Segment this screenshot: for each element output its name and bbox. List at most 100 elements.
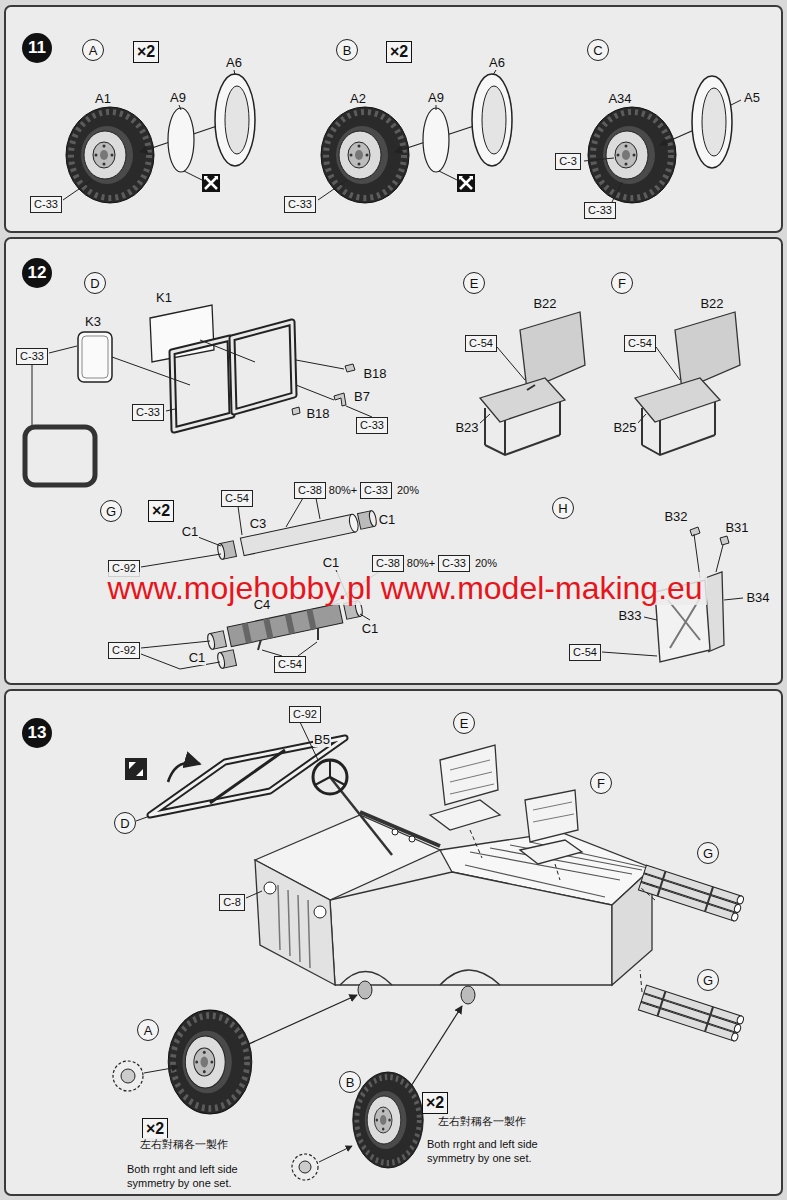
- part-number: A6: [488, 55, 506, 70]
- callout-letter: F: [590, 772, 612, 794]
- part-number: B25: [612, 420, 637, 435]
- node-text: C-92: [112, 644, 136, 657]
- node-text: 11: [28, 38, 46, 58]
- jeep-body: [246, 812, 652, 1004]
- wheels-mounted: [113, 995, 462, 1180]
- part-number: B22: [699, 296, 724, 311]
- part-number: C1: [378, 512, 397, 527]
- callout-letter: F: [611, 272, 633, 294]
- jeep-body: [409, 836, 415, 842]
- part-number: A6: [225, 55, 243, 70]
- tube-c4: [227, 603, 343, 646]
- callout-letter: D: [84, 272, 106, 294]
- color-code: C-8: [219, 894, 245, 911]
- seat-f: [675, 312, 740, 390]
- tube-c4: [360, 614, 370, 620]
- tube-c4: [227, 603, 343, 646]
- part-number: B31: [724, 520, 749, 535]
- wheel-assembly-b: [493, 70, 496, 75]
- panel-frames: [5, 6, 782, 232]
- node-text: C-33: [136, 406, 160, 419]
- wheel-assembly-b: [439, 171, 457, 180]
- node-text: G: [106, 504, 116, 519]
- tube-c4: [242, 623, 252, 644]
- jeep-seats: [470, 830, 482, 858]
- jeep-seats: [520, 840, 582, 864]
- tube-bundles: [638, 985, 744, 1042]
- color-code: C-33: [284, 196, 316, 213]
- node-text: G: [703, 846, 713, 861]
- windshield-folded: [136, 817, 147, 821]
- wheel-assembly-c: [584, 76, 741, 203]
- jerry-can: [644, 617, 657, 620]
- windshield-parts: [232, 322, 294, 412]
- color-code: C-33: [360, 482, 392, 499]
- jeep-seats: [440, 745, 498, 805]
- wheel-assembly-a: [215, 74, 255, 166]
- windshield-folded: [150, 738, 345, 815]
- jerry-can: [690, 527, 700, 536]
- node-text: C-33: [360, 419, 384, 432]
- windshield-parts: [292, 407, 300, 415]
- wheel-assembly-c: [612, 182, 622, 202]
- quantity-box: ×2: [422, 1092, 448, 1114]
- node-text: H: [558, 501, 567, 516]
- tube-c3: [240, 514, 355, 555]
- node-text: ×2: [152, 501, 170, 521]
- step-number: 11: [22, 33, 52, 63]
- wheel-assembly-c: [588, 107, 676, 203]
- windshield-parts: [172, 338, 232, 430]
- wheel-assembly-a: [168, 108, 194, 172]
- jerry-can: [724, 598, 743, 600]
- node-text: C-54: [628, 337, 652, 350]
- jeep-body: [330, 872, 612, 985]
- wheels-mounted: [168, 1010, 252, 1114]
- windshield-parts: [346, 406, 372, 417]
- color-code: C-54: [569, 644, 601, 661]
- tube-bundles: [733, 904, 741, 913]
- wheel-assembly-a: [184, 171, 202, 180]
- color-code: C-54: [221, 490, 253, 507]
- note-english: Both rrght and left side symmetry by one…: [426, 1137, 546, 1165]
- part-number: B23: [454, 420, 479, 435]
- wheel-assembly-a: [63, 180, 92, 200]
- node-text: C-33: [288, 198, 312, 211]
- tube-bundles: [657, 871, 713, 911]
- note-chinese: 左右對稱各一製作: [139, 1138, 229, 1152]
- node-text: F: [618, 276, 626, 291]
- tube-c3: [240, 514, 359, 556]
- part-number: C1: [322, 555, 341, 570]
- wheels-mounted: [353, 1072, 423, 1168]
- node-text: 12: [28, 263, 47, 283]
- node-text: C-3: [559, 155, 577, 168]
- wheel-assembly-b: [318, 70, 512, 203]
- windshield-parts: [78, 332, 112, 382]
- tube-c4: [298, 642, 317, 656]
- tube-c4: [141, 641, 210, 648]
- wheel-assembly-c: [731, 100, 741, 105]
- seat-f: [637, 414, 646, 424]
- node-text: C-54: [573, 646, 597, 659]
- windshield-parts: [32, 365, 33, 426]
- step-number: 12: [22, 258, 52, 288]
- tube-bundles: [638, 1002, 736, 1041]
- jeep-body: [255, 860, 335, 985]
- seat-e: [497, 347, 525, 380]
- node-text: C-33: [442, 557, 466, 570]
- windshield-parts: [112, 357, 190, 385]
- quantity-box: ×2: [386, 41, 412, 63]
- callout-letter: B: [339, 1071, 361, 1093]
- wheel-assembly-a: [63, 70, 255, 203]
- part-number: A9: [427, 90, 445, 105]
- color-code: C-33: [584, 202, 616, 219]
- part-number: C1: [361, 621, 380, 636]
- part-number: C3: [249, 516, 268, 531]
- color-code: C-54: [465, 335, 497, 352]
- tube-c3: [316, 498, 320, 519]
- seat-f: [642, 402, 715, 455]
- seat-f: [635, 378, 720, 422]
- node-text: ×2: [137, 42, 155, 62]
- wheels-mounted: [121, 1069, 135, 1083]
- windshield-parts: [150, 305, 214, 362]
- fold-icon: [125, 758, 200, 782]
